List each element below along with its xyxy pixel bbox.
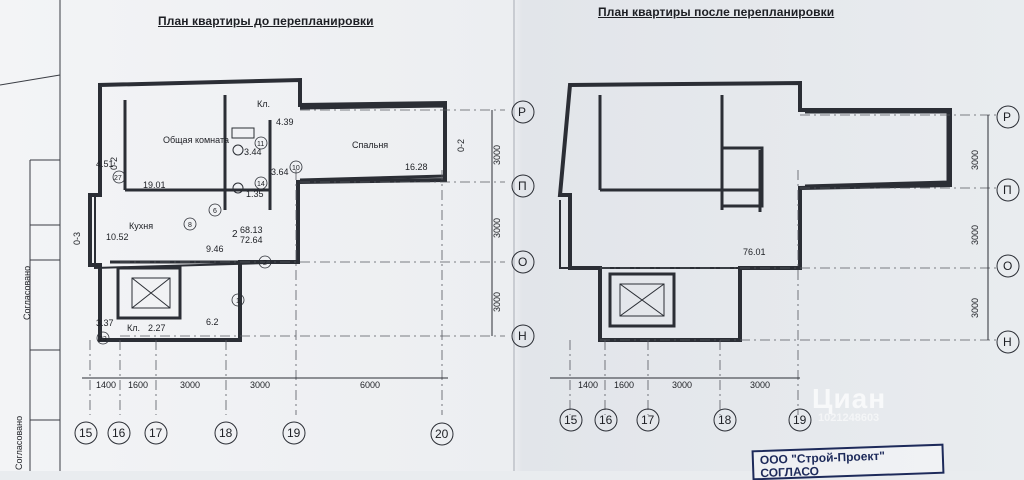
watermark-id: 1021248603 [818,412,880,424]
room-bedroom-area: 16.28 [405,162,428,172]
col-label-before-15: 15 [79,426,93,440]
grid-bubbles-after-cols [559,408,812,432]
total-area-1: 68.13 [240,225,263,235]
mark-02-left: 0-2 [109,157,119,170]
row-label-after-r: Р [1003,110,1011,124]
mark-02-right: 0-2 [456,139,466,152]
room-area-439: 4.39 [276,117,294,127]
room-kl2-label: Кл. [127,323,140,333]
dim-before-1600: 1600 [128,380,148,390]
col-label-before-17: 17 [149,426,163,440]
room-living-area: 19.01 [143,180,166,190]
grid-bubbles-before-cols [74,421,454,446]
room-area-946: 9.46 [206,244,224,254]
circle-8: 8 [188,222,192,229]
vdim-after-1: 3000 [970,150,980,170]
col-label-before-19: 19 [287,426,301,440]
row-label-before-r: Р [518,105,526,119]
room-area-451: 4.51 [96,159,114,169]
circle-23: 23 [99,336,107,343]
title-after: План квартиры после перепланировки [598,5,835,19]
total-rooms: 2 [232,229,238,240]
vdim-after-3: 3000 [970,298,980,318]
row-label-after-n: Н [1003,335,1012,349]
col-label-after-16: 16 [599,413,613,427]
row-label-before-n: Н [518,329,527,343]
room-kitchen-area: 10.52 [106,232,129,242]
room-kl-label: Кл. [257,99,270,109]
room-area-337: 3.37 [96,318,114,328]
room-bedroom-name: Спальня [352,140,388,150]
vdim-after-2: 3000 [970,225,980,245]
circle-marks [96,136,303,345]
frame-left [0,0,61,471]
room-kitchen-name: Кухня [129,221,153,231]
dim-before-3000b: 3000 [250,380,270,390]
room-area-364: 3.64 [271,167,289,177]
dim-after-3000a: 3000 [672,380,692,390]
room-area-344: 3.44 [244,147,262,157]
dim-after-1600: 1600 [614,380,634,390]
total-area-2: 72.64 [240,235,263,245]
row-label-after-p: П [1003,183,1012,197]
plan-after [550,80,1000,415]
vdim-before-3: 3000 [492,292,502,312]
circle-10: 10 [292,165,300,172]
circle-14: 14 [257,181,265,188]
circle-1: 1 [236,298,240,305]
after-area: 76.01 [743,247,766,257]
row-label-after-o: О [1003,259,1012,273]
col-label-after-18: 18 [718,413,732,427]
dim-after-1400: 1400 [578,380,598,390]
room-living-name: Общая комната [163,135,229,145]
title-before: План квартиры до перепланировки [158,14,374,28]
col-label-after-15: 15 [564,413,578,427]
row-label-before-p: П [518,179,527,193]
circle-11: 11 [257,141,264,148]
circle-2: 2 [263,260,267,267]
circle-6: 6 [213,208,217,215]
grid-bubbles-after-rows [996,105,1020,354]
room-kl2-area: 2.27 [148,323,166,333]
watermark-logo: Циан [812,383,887,414]
row-label-before-o: О [518,255,527,269]
dim-before-1400: 1400 [96,380,116,390]
col-label-after-17: 17 [641,413,655,427]
mark-03: 0-3 [72,232,82,245]
grid-bubbles-before-rows [511,100,535,348]
dim-after-3000b: 3000 [750,380,770,390]
vdim-before-2: 3000 [492,218,502,238]
col-label-after-19: 19 [793,413,807,427]
plan-before [82,77,505,415]
dim-before-6000: 6000 [360,380,380,390]
col-label-before-16: 16 [112,426,126,440]
approval-stamp: ООО "Строй-Проект" СОГЛАСО [751,443,945,480]
vdim-before-1: 3000 [492,145,502,165]
dim-before-3000a: 3000 [180,380,200,390]
room-area-62: 6.2 [206,317,219,327]
col-label-before-20: 20 [435,427,449,441]
room-area-135: 1.35 [246,189,264,199]
circle-27: 27 [114,175,122,182]
col-label-before-18: 18 [219,426,233,440]
